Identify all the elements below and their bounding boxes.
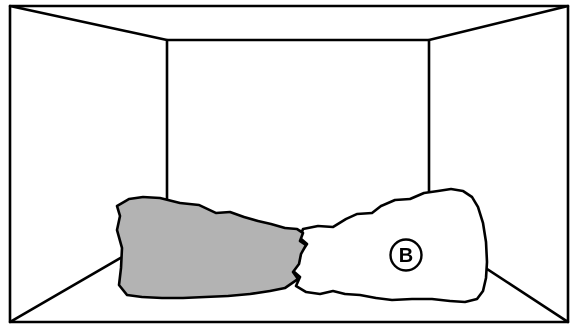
edge-top-left xyxy=(10,6,167,40)
label-badge-b: B xyxy=(391,240,422,271)
gray-piece xyxy=(117,197,306,298)
label-b: B xyxy=(399,245,413,267)
edge-top-right xyxy=(429,6,568,40)
white-piece xyxy=(292,189,487,302)
